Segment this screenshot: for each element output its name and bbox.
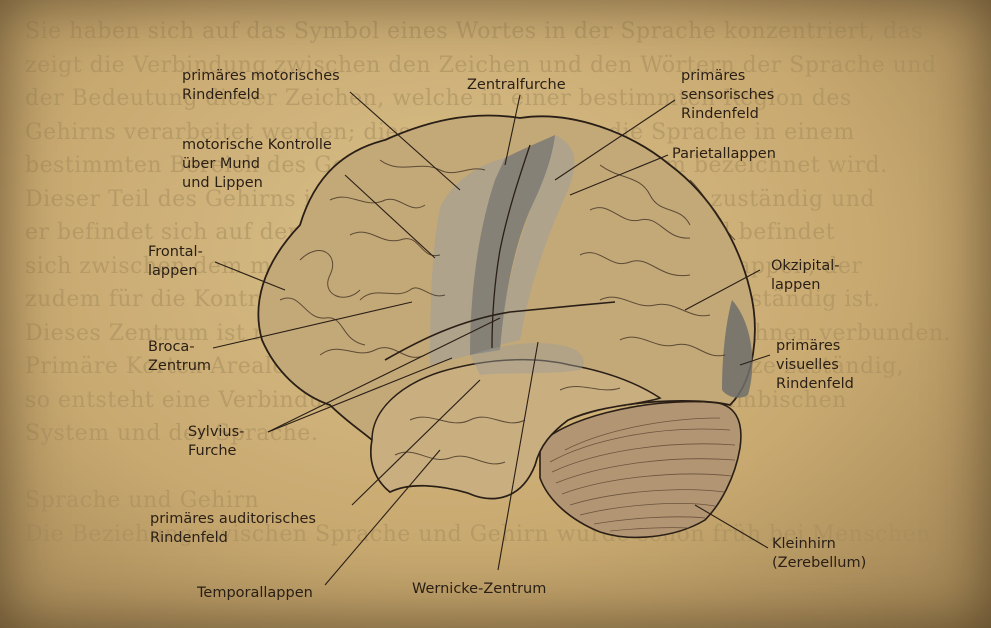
leader-cerebellum	[695, 505, 768, 548]
label-auditory: primäres auditorisches Rindenfeld	[150, 510, 316, 548]
label-parietal: Parietallappen	[672, 145, 776, 164]
label-occipital: Okzipital- lappen	[771, 257, 840, 295]
label-cerebellum: Kleinhirn (Zerebellum)	[772, 535, 866, 573]
label-primary-motor: primäres motorisches Rindenfeld	[182, 67, 340, 105]
cerebellum	[540, 402, 741, 538]
label-primary-visual: primäres visuelles Rindenfeld	[776, 337, 854, 394]
label-frontal: Frontal- lappen	[148, 243, 203, 281]
label-broca: Broca- Zentrum	[148, 338, 211, 376]
label-primary-sensory: primäres sensorisches Rindenfeld	[681, 67, 774, 124]
label-temporal: Temporallappen	[197, 584, 313, 603]
label-motor-control: motorische Kontrolle über Mund und Lippe…	[182, 136, 332, 193]
label-sylvius: Sylvius- Furche	[188, 423, 244, 461]
label-wernicke: Wernicke-Zentrum	[412, 580, 546, 599]
label-central-sulcus: Zentralfurche	[467, 76, 566, 95]
